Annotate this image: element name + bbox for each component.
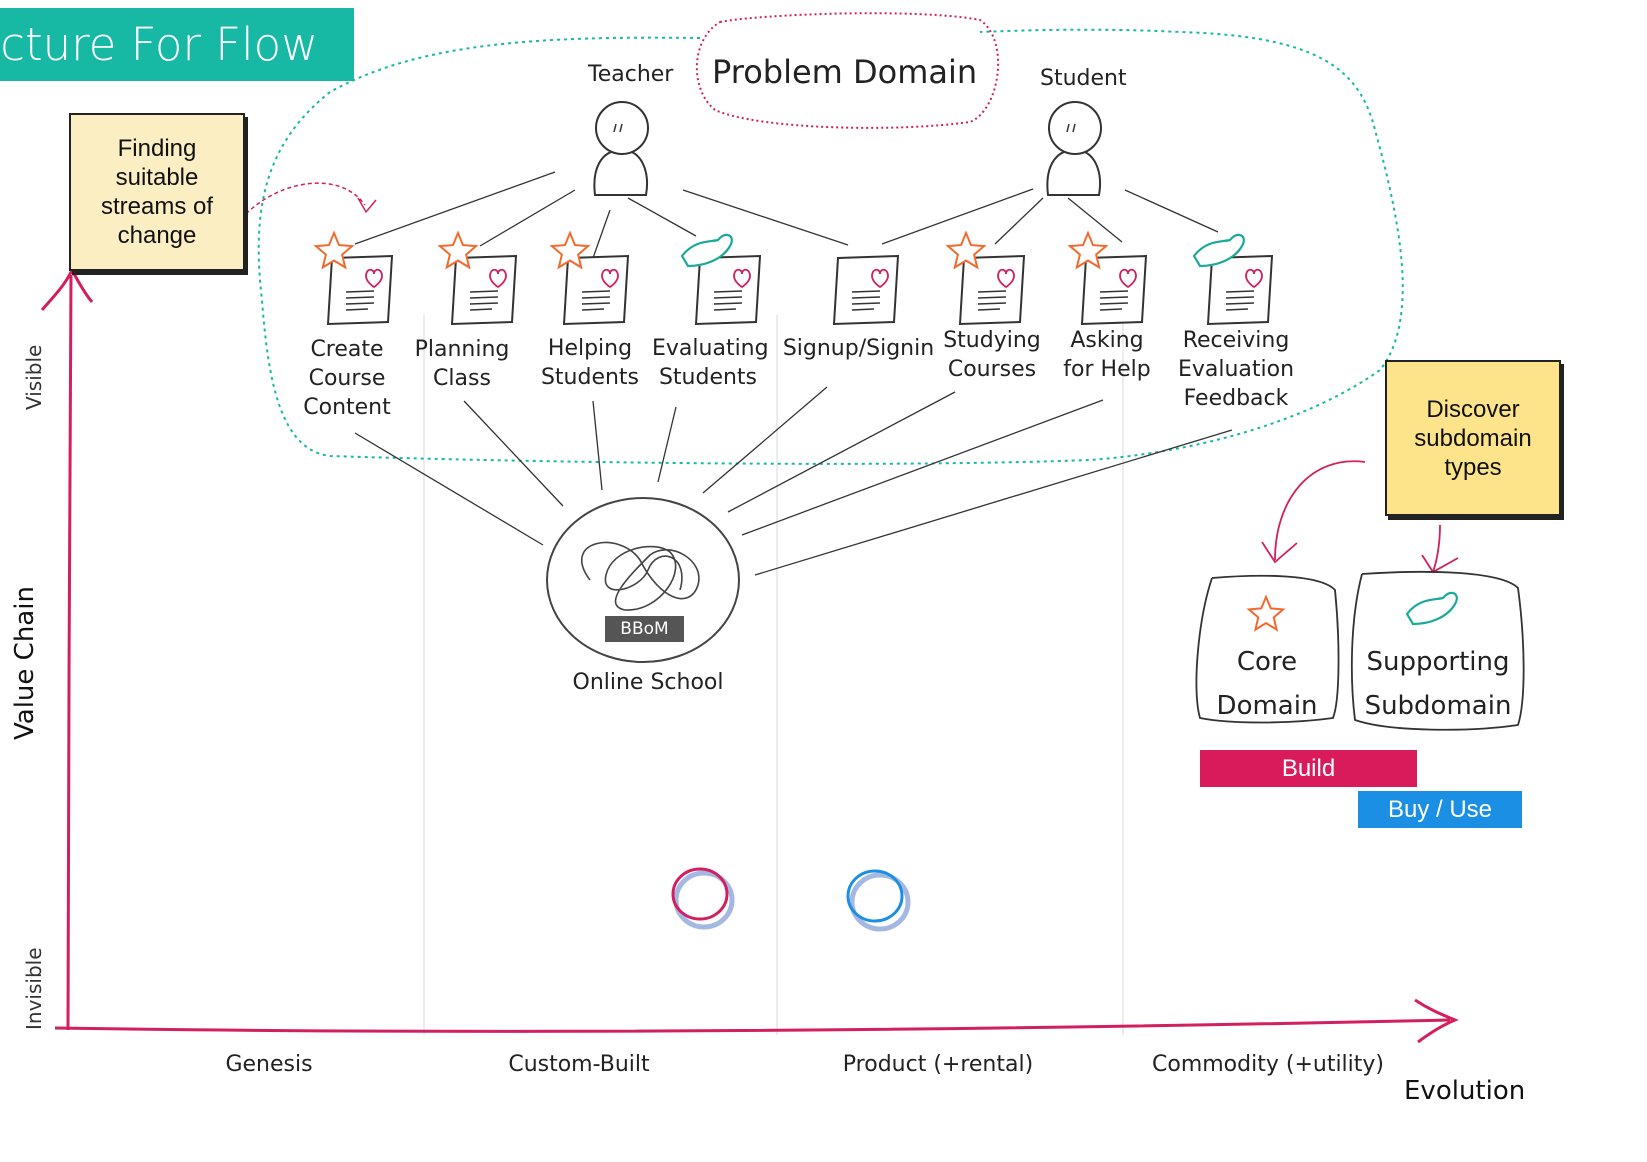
y-axis	[66, 274, 73, 1031]
hand-icon	[680, 233, 733, 268]
document-icon	[1080, 254, 1148, 326]
stage-label-genesis: Genesis	[225, 1052, 313, 1077]
star-icon	[549, 230, 591, 270]
document-icon	[326, 254, 394, 326]
hand-icon	[1405, 591, 1458, 626]
buy-use-bar: Buy / Use	[1358, 791, 1522, 828]
capability-label: Evaluating Students	[652, 336, 769, 390]
star-icon	[313, 230, 355, 270]
problem-domain-title: Problem Domain	[712, 53, 978, 91]
heart-icon	[733, 268, 751, 289]
bbom-badge: BBoM	[605, 616, 684, 642]
capability-2	[549, 230, 630, 326]
problem-domain-title-boundary	[695, 12, 1000, 129]
capability-label: Studying Courses	[943, 328, 1041, 382]
heart-icon	[871, 268, 889, 289]
capability-0	[313, 230, 394, 326]
title-banner: ecture For Flow	[0, 8, 354, 81]
discover-arrow-supporting-head	[1421, 554, 1459, 574]
x-axis-arrowhead	[1414, 998, 1459, 1044]
discover-arrow-supporting	[1432, 524, 1441, 573]
supporting-subdomain-label: Supporting Subdomain	[1364, 647, 1512, 721]
star-icon	[437, 230, 479, 270]
page-title: ecture For Flow	[0, 18, 318, 71]
y-axis-title: Value Chain	[10, 586, 40, 740]
capability-5	[945, 230, 1026, 326]
heart-icon	[489, 268, 507, 289]
sticky-finding-text: Finding suitable streams of change	[100, 135, 214, 249]
sticky-finding-streams: Finding suitable streams of change	[69, 113, 245, 271]
capability-6	[1067, 230, 1148, 326]
online-school-boundary	[546, 497, 740, 663]
document-icon	[694, 254, 762, 326]
capability-label: Create Course Content	[303, 337, 391, 420]
document-icon	[450, 254, 518, 326]
finding-arrow	[245, 182, 366, 215]
stage-label-custom-built: Custom-Built	[508, 1052, 650, 1077]
buy-marker	[846, 869, 911, 932]
document-icon	[1206, 254, 1274, 326]
y-axis-arrowhead	[40, 266, 94, 311]
capability-1	[437, 230, 518, 326]
student-icon	[1046, 101, 1102, 196]
discover-arrow-core	[1274, 460, 1366, 561]
finding-arrow-head	[357, 197, 377, 214]
heart-icon	[997, 268, 1015, 289]
supporting-subdomain-box	[1350, 570, 1525, 731]
build-bar: Build	[1200, 750, 1417, 787]
star-icon	[1246, 594, 1286, 632]
star-icon	[945, 230, 987, 270]
capability-label: Receiving Evaluation Feedback	[1177, 328, 1295, 411]
document-icon	[832, 254, 900, 326]
core-domain-box	[1195, 574, 1340, 724]
capability-3	[680, 233, 762, 326]
heart-icon	[1245, 268, 1263, 289]
document-icon	[958, 254, 1026, 326]
x-axis-title: Evolution	[1404, 1076, 1526, 1106]
capability-label: Helping Students	[540, 336, 640, 390]
big-ball-of-mud-icon	[581, 541, 700, 611]
heart-icon	[601, 268, 619, 289]
discover-arrow-core-head	[1261, 541, 1298, 564]
y-axis-top-label: Visible	[22, 344, 46, 410]
document-icon	[562, 254, 630, 326]
x-axis	[54, 1018, 1451, 1033]
star-icon	[1067, 230, 1109, 270]
stage-label-commodity: Commodity (+utility)	[1152, 1052, 1385, 1077]
teacher-label: Teacher	[588, 62, 674, 87]
y-axis-bottom-label: Invisible	[22, 947, 46, 1031]
heart-icon	[1119, 268, 1137, 289]
capability-7	[1192, 233, 1274, 326]
sticky-discover-subdomains: Discover subdomain types	[1385, 360, 1561, 516]
capability-4	[832, 254, 900, 326]
build-marker	[671, 867, 735, 930]
system-links	[354, 386, 1233, 576]
student-label: Student	[1040, 66, 1127, 91]
teacher-icon	[593, 101, 649, 196]
heart-icon	[365, 268, 383, 289]
hand-icon	[1192, 233, 1245, 268]
stage-label-product: Product (+rental)	[842, 1052, 1034, 1077]
online-school-label: Online School	[572, 670, 724, 695]
stage-dividers	[423, 315, 1124, 1035]
actor-links	[354, 171, 1219, 259]
problem-domain-boundary	[257, 28, 1404, 465]
core-domain-label: Core Domain	[1216, 647, 1318, 721]
sticky-discover-text: Discover subdomain types	[1414, 395, 1532, 481]
capability-label: Asking for Help	[1063, 328, 1151, 382]
capability-label: Signup/Signin	[782, 336, 935, 361]
capability-label: Planning Class	[414, 337, 510, 391]
